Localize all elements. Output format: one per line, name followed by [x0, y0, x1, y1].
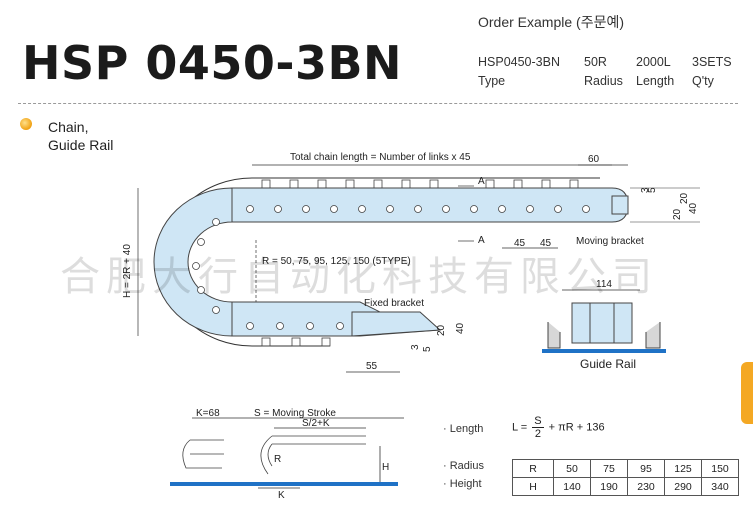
stroke-diagram [182, 417, 404, 489]
height-param-label: · Height [443, 478, 482, 490]
moving-bracket [611, 195, 629, 215]
dim-40-lower: 40 [455, 322, 466, 334]
order-example-title: Order Example (주문예) [478, 14, 624, 30]
dim-20-lower: 20 [436, 324, 447, 336]
page-title: HSP 0450-3BN [22, 36, 403, 90]
chain-upper-run [231, 187, 629, 223]
section-heading: Chain, Guide Rail [48, 118, 113, 154]
fixed-bracket-label: Fixed bracket [364, 298, 424, 309]
half-stroke-label: S/2+K [302, 418, 330, 429]
order-radius-value: 50R [584, 55, 607, 69]
dim-60: 60 [588, 154, 600, 165]
table-cell: H [512, 477, 554, 496]
guide-rail-dim-114: 114 [596, 279, 612, 290]
stroke-label: S = Moving Stroke [254, 408, 336, 419]
moving-bracket-label: Moving bracket [576, 236, 644, 247]
section-heading-line2: Guide Rail [48, 137, 114, 153]
upper-link-pins [246, 205, 590, 213]
total-length-label: Total chain length = Number of links x 4… [290, 152, 471, 163]
order-col-length: 2000L Length [636, 53, 674, 91]
table-cell: 140 [553, 477, 591, 496]
table-cell: 340 [701, 477, 739, 496]
section-a-top: A [478, 176, 485, 187]
guide-rail-base [542, 349, 666, 353]
dim-20-right-b: 20 [679, 192, 690, 204]
table-cell: 125 [664, 459, 702, 478]
order-col-qty: 3SETS Q'ty [692, 53, 732, 91]
formula-denominator: 2 [534, 428, 541, 440]
table-cell: 150 [701, 459, 739, 478]
dim-45-b: 45 [540, 238, 552, 249]
table-cell: 230 [627, 477, 665, 496]
length-formula: L = S 2 + πR + 136 [512, 415, 605, 440]
dim-55: 55 [366, 361, 378, 372]
dim-3-right: 3 [640, 187, 651, 193]
order-qty-value: 3SETS [692, 55, 732, 69]
stroke-h-label: H [382, 462, 389, 473]
height-formula-label: H = 2R + 40 [122, 244, 133, 298]
formula-numerator: S [532, 415, 544, 428]
dim-5-right: 5 [647, 187, 658, 193]
table-cell: 290 [664, 477, 702, 496]
table-cell: 75 [590, 459, 628, 478]
bullet-icon [20, 118, 32, 130]
radius-label: R = 50, 75, 95, 125, 150 (5TYPE) [262, 256, 411, 267]
guide-rail-label: Guide Rail [580, 357, 637, 371]
table-row: H 140 190 230 290 340 [512, 477, 739, 496]
bend-link-pins [192, 218, 220, 314]
table-cell: 95 [627, 459, 665, 478]
section-heading-line1: Chain, [48, 119, 89, 135]
table-cell: 50 [553, 459, 591, 478]
section-a-bottom: A [478, 235, 485, 246]
stroke-rail-base [170, 482, 398, 486]
dim-5-lower: 5 [422, 346, 433, 352]
table-row: R 50 75 95 125 150 [512, 459, 739, 478]
order-col-type: HSP0450-3BN Type [478, 53, 560, 91]
order-length-label: Length [636, 74, 675, 88]
table-cell: R [512, 459, 554, 478]
order-type-label: Type [478, 74, 506, 88]
dim-40-right: 40 [688, 202, 699, 214]
side-tab[interactable] [741, 362, 753, 424]
watermark-text: 合肥大行自动化科技有限公司 [60, 254, 658, 300]
lower-link-plates [261, 337, 331, 347]
dim-20-right-a: 20 [672, 208, 683, 220]
length-param-label: · Length [443, 423, 484, 435]
dim-45-a: 45 [514, 238, 526, 249]
order-qty-label: Q'ty [692, 74, 714, 88]
k68-label: K=68 [196, 408, 220, 419]
radius-height-table: R 50 75 95 125 150 H 140 190 230 290 340 [512, 459, 739, 496]
order-type-value: HSP0450-3BN [478, 55, 560, 69]
stroke-r-label: R [274, 454, 281, 465]
order-col-radius: 50R Radius [584, 53, 623, 91]
dim-3-lower: 3 [410, 344, 421, 350]
formula-fraction: S 2 [532, 415, 544, 440]
fixed-bracket [351, 311, 442, 337]
lower-link-pins [246, 322, 344, 330]
order-length-value: 2000L [636, 55, 671, 69]
formula-rhs: + πR + 136 [548, 421, 605, 434]
formula-lhs: L = [512, 421, 528, 434]
table-cell: 190 [590, 477, 628, 496]
order-radius-label: Radius [584, 74, 623, 88]
guide-rail-section [547, 302, 661, 349]
radius-param-label: · Radius [443, 460, 484, 472]
chain-bend [153, 187, 233, 337]
stroke-k-label: K [278, 490, 285, 501]
upper-link-plates [261, 179, 579, 189]
divider [18, 103, 738, 104]
